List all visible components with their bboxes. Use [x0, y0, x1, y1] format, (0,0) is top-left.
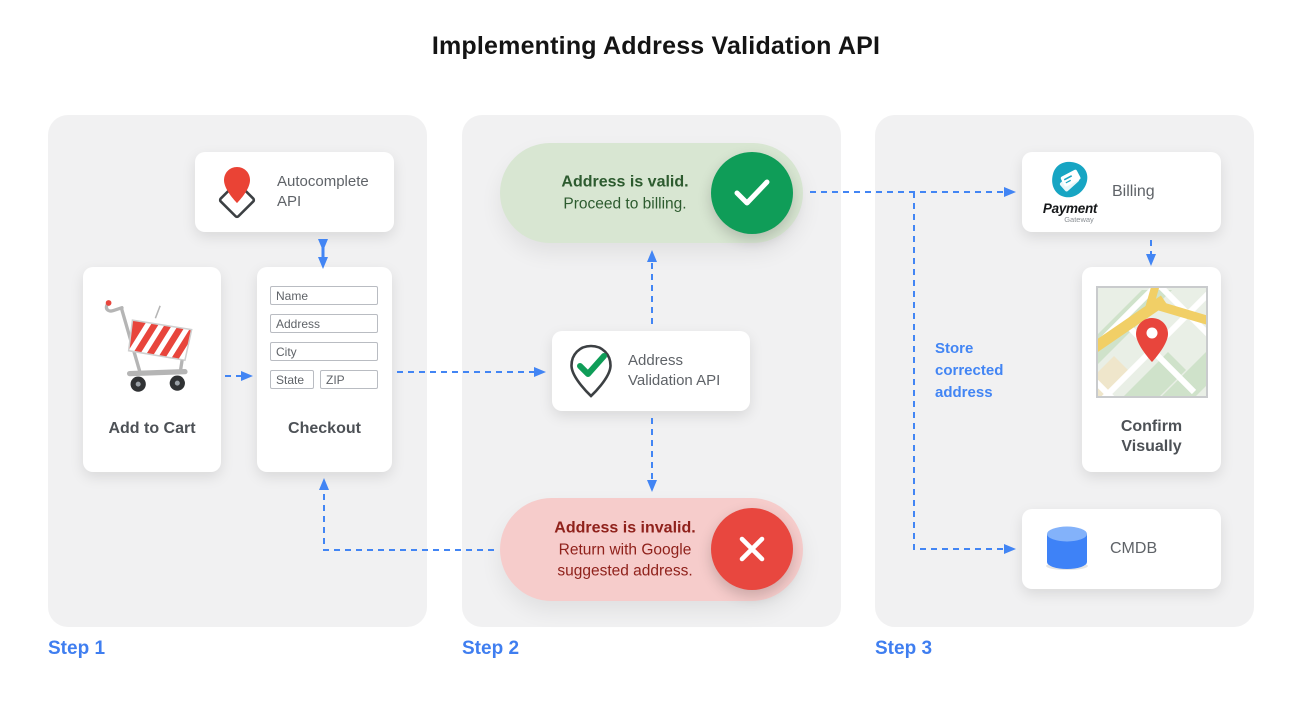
- address-valid-subtitle: Proceed to billing.: [563, 195, 687, 213]
- valid-check-circle: [711, 152, 793, 234]
- cmdb-card: CMDB: [1022, 509, 1221, 589]
- address-valid-text: Address is valid. Proceed to billing.: [534, 171, 716, 214]
- billing-label: Billing: [1112, 183, 1155, 201]
- step2-label: Step 2: [462, 638, 520, 659]
- state-field: State: [270, 370, 314, 389]
- address-invalid-subtitle: Return with Google suggested address.: [557, 541, 693, 580]
- step3-label: Step 3: [875, 638, 933, 659]
- address-field: Address: [270, 314, 378, 333]
- step1-label: Step 1: [48, 638, 106, 659]
- city-field: City: [270, 342, 378, 361]
- payment-gateway-wordmark: Payment: [1042, 201, 1098, 216]
- store-corrected-address-note: Store corrected address: [935, 340, 1004, 401]
- map-thumbnail: [1096, 286, 1208, 398]
- cmdb-label: CMDB: [1110, 540, 1158, 558]
- zip-field: ZIP: [320, 370, 378, 389]
- autocomplete-api-label: Autocomplete API: [277, 173, 369, 210]
- database-icon: [1044, 524, 1090, 574]
- add-to-cart-label: Add to Cart: [108, 420, 196, 437]
- checkmark-icon: [733, 178, 771, 208]
- billing-card: Payment Gateway Billing: [1022, 152, 1221, 232]
- name-field: Name: [270, 286, 378, 305]
- address-valid-title: Address is valid.: [561, 173, 689, 191]
- autocomplete-api-card: Autocomplete API: [195, 152, 394, 232]
- address-invalid-pill: Address is invalid. Return with Google s…: [500, 498, 803, 601]
- add-to-cart-card: Add to Cart: [83, 267, 221, 472]
- payment-gateway-icon: [1050, 160, 1090, 200]
- confirm-visually-label: Confirm Visually: [1120, 418, 1183, 455]
- invalid-x-circle: [711, 508, 793, 590]
- address-invalid-title: Address is invalid.: [554, 519, 696, 537]
- confirm-visually-card: Confirm Visually: [1082, 267, 1221, 472]
- address-valid-pill: Address is valid. Proceed to billing.: [500, 143, 803, 243]
- map-pin-diamond-icon: [211, 164, 263, 220]
- address-validation-api-label: Address Validation API: [628, 352, 721, 389]
- pin-check-icon: [568, 343, 614, 399]
- page-title: Implementing Address Validation API: [431, 32, 881, 60]
- shopping-cart-icon: [100, 289, 205, 399]
- checkout-label: Checkout: [288, 420, 361, 437]
- payment-gateway-subtext: Gateway: [1064, 215, 1094, 224]
- payment-gateway-logo: Payment Gateway: [1038, 160, 1102, 224]
- x-icon: [737, 534, 767, 564]
- checkout-card: Name Address City State ZIP Checkout: [257, 267, 392, 472]
- address-validation-api-card: Address Validation API: [552, 331, 750, 411]
- address-invalid-text: Address is invalid. Return with Google s…: [534, 517, 716, 582]
